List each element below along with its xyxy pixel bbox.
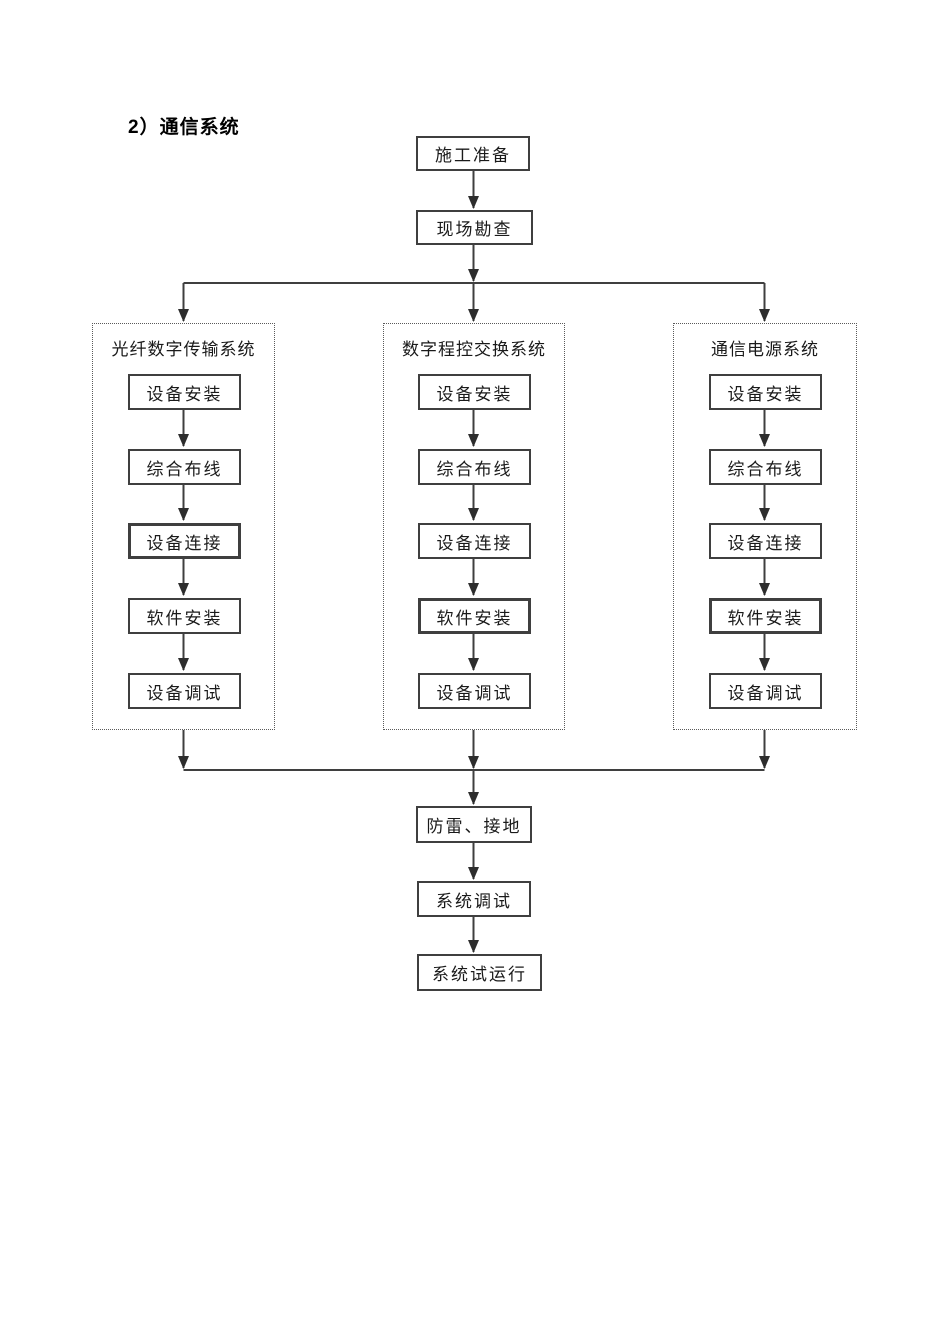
step-software-install: 软件安装 xyxy=(418,598,531,634)
step-equipment-install: 设备安装 xyxy=(128,374,241,410)
group-title: 通信电源系统 xyxy=(711,340,819,359)
step-equipment-debug: 设备调试 xyxy=(709,673,822,709)
group-optical-transmission-system: 光纤数字传输系统 设备安装 综合布线 设备连接 软件安装 设备调试 xyxy=(92,323,275,730)
step-equipment-install: 设备安装 xyxy=(709,374,822,410)
arrow-lines xyxy=(178,171,770,953)
step-equipment-connect: 设备连接 xyxy=(128,523,241,559)
group-digital-switching-system: 数字程控交换系统 设备安装 综合布线 设备连接 软件安装 设备调试 xyxy=(383,323,565,730)
step-equipment-install: 设备安装 xyxy=(418,374,531,410)
group-title: 数字程控交换系统 xyxy=(402,340,546,359)
step-integrated-wiring: 综合布线 xyxy=(709,449,822,485)
step-integrated-wiring: 综合布线 xyxy=(128,449,241,485)
node-lightning-protection-grounding: 防雷、接地 xyxy=(416,806,532,843)
node-site-survey: 现场勘查 xyxy=(416,210,533,245)
node-system-trial-run: 系统试运行 xyxy=(417,954,542,991)
step-equipment-connect: 设备连接 xyxy=(709,523,822,559)
step-software-install: 软件安装 xyxy=(128,598,241,634)
node-system-debugging: 系统调试 xyxy=(417,881,531,917)
group-communication-power-system: 通信电源系统 设备安装 综合布线 设备连接 软件安装 设备调试 xyxy=(673,323,857,730)
step-equipment-debug: 设备调试 xyxy=(418,673,531,709)
node-construction-preparation: 施工准备 xyxy=(416,136,530,171)
group-title: 光纤数字传输系统 xyxy=(111,340,256,359)
step-equipment-connect: 设备连接 xyxy=(418,523,531,559)
section-heading: 2）通信系统 xyxy=(128,117,240,138)
step-equipment-debug: 设备调试 xyxy=(128,673,241,709)
step-software-install: 软件安装 xyxy=(709,598,822,634)
step-integrated-wiring: 综合布线 xyxy=(418,449,531,485)
